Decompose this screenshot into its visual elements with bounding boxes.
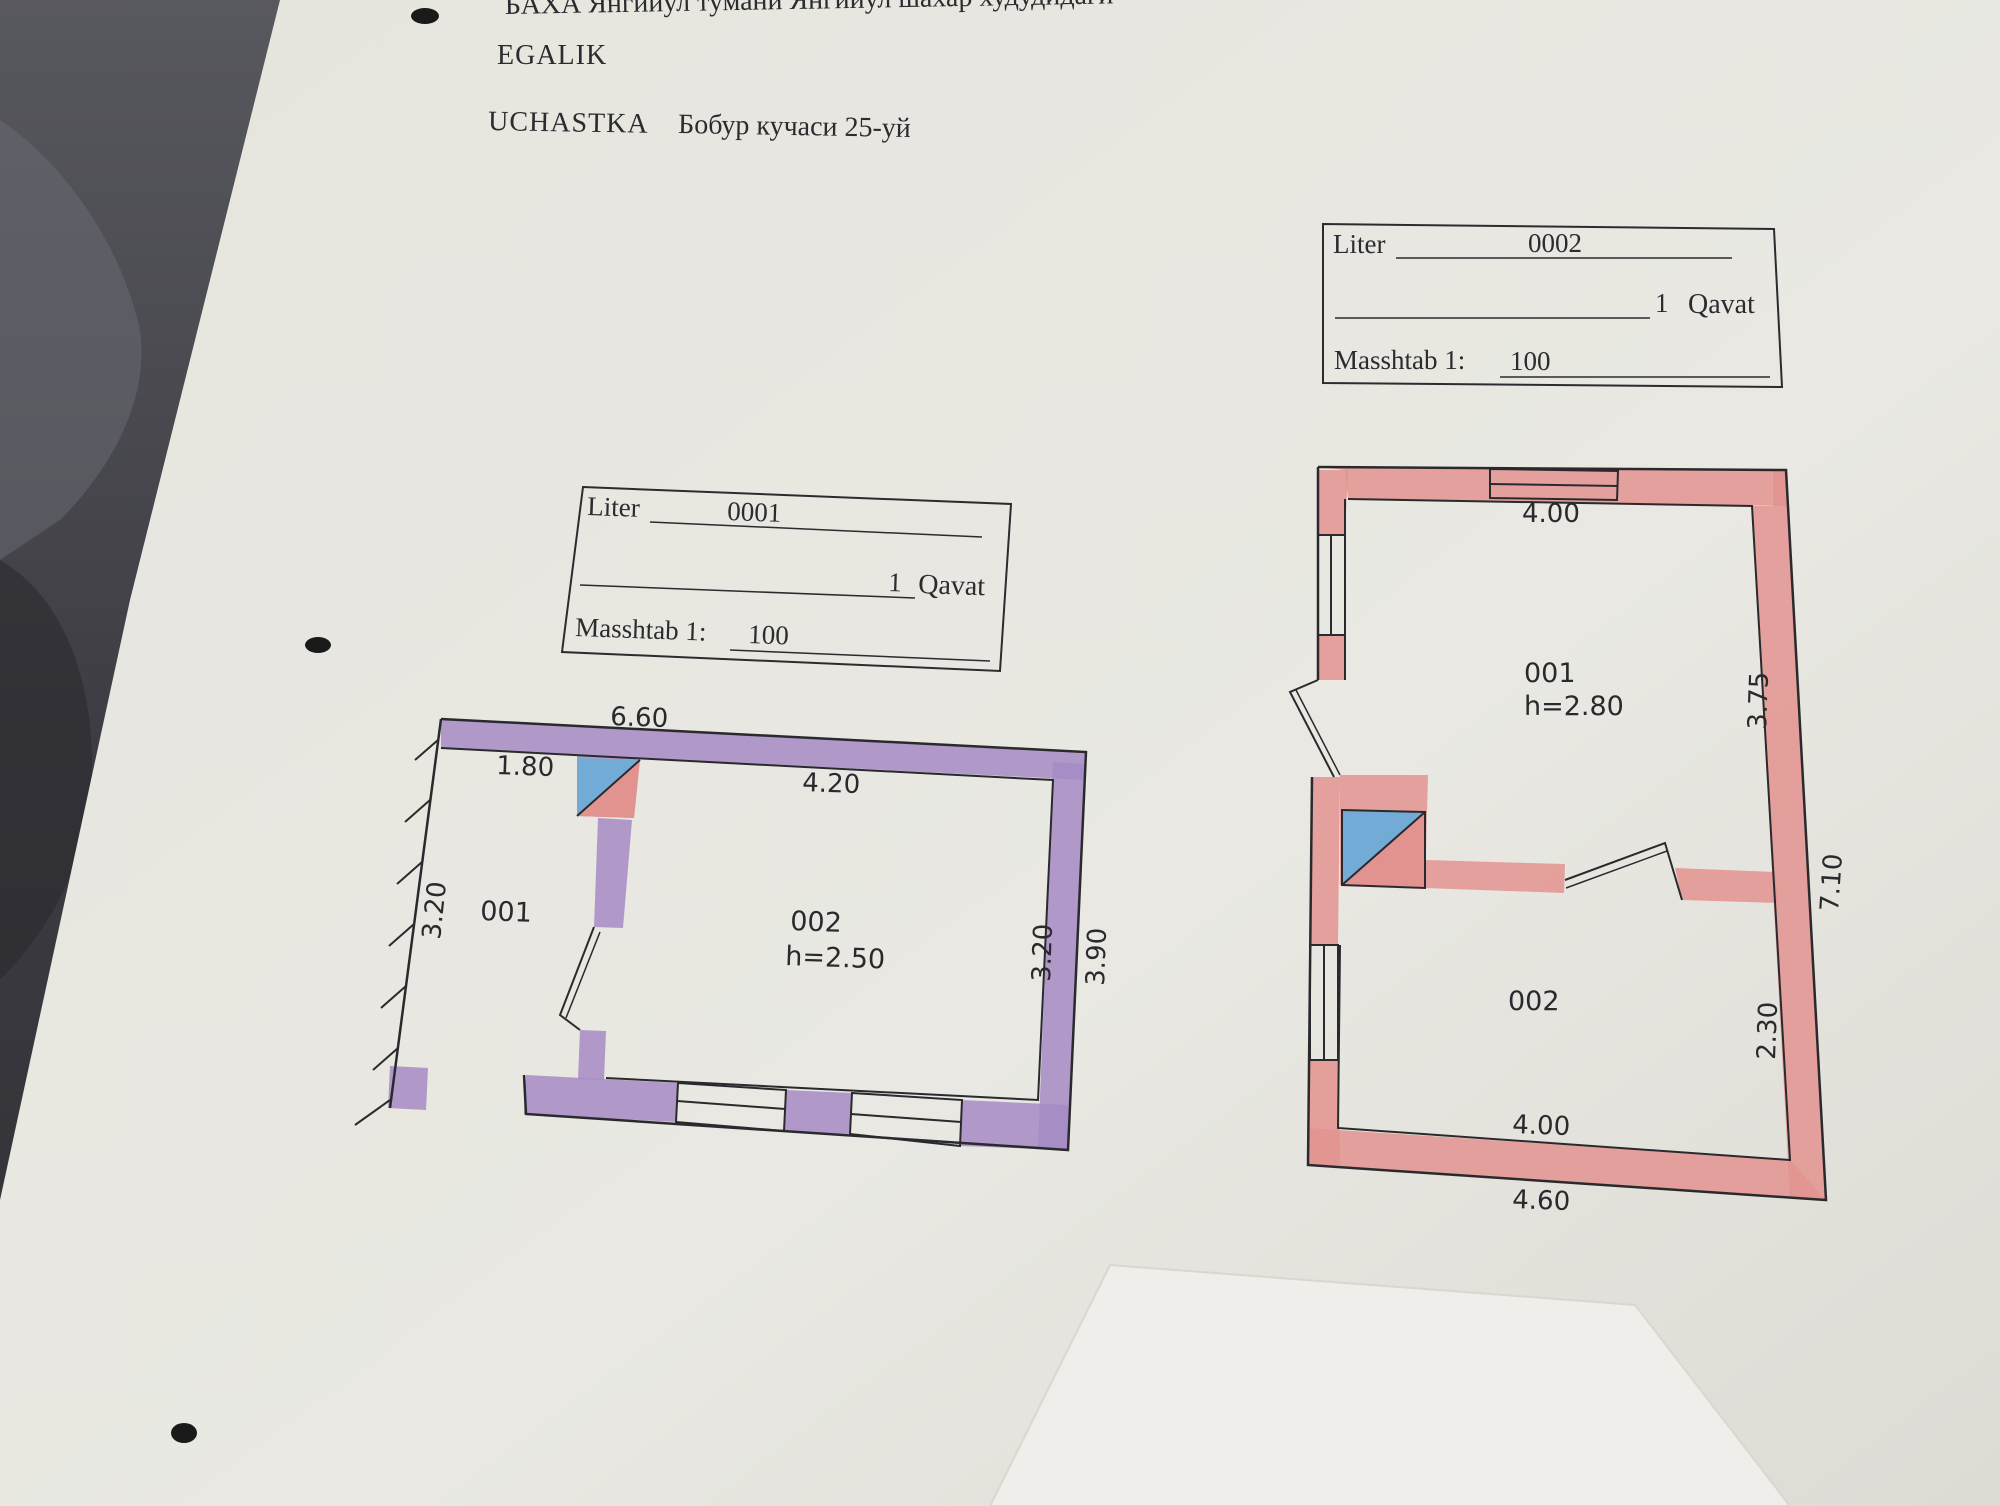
punch-mark: [411, 8, 439, 24]
wall-segment: [1318, 635, 1345, 680]
dim-top-total: 6.60: [610, 702, 669, 734]
dim-bottom-outer: 4.60: [1512, 1185, 1571, 1217]
dim-outer-right: 3.90: [1081, 927, 1113, 986]
wall-segment: [1308, 1128, 1826, 1200]
dim-top-left: 1.80: [496, 751, 555, 783]
wall-segment: [1318, 467, 1786, 506]
room-label-001: 001: [480, 896, 533, 929]
dim-top-right: 4.20: [802, 768, 861, 800]
punch-mark: [171, 1423, 197, 1443]
wall-segment: [1310, 777, 1340, 945]
room-label-001: 001: [1524, 658, 1576, 689]
egalik-label: EGALIK: [497, 40, 607, 71]
dim-room2-side: 2.30: [1752, 1001, 1784, 1060]
liter-value: 0001: [727, 496, 782, 528]
wall-segment: [441, 719, 1086, 780]
dim-bottom-inner: 4.00: [1512, 1110, 1571, 1142]
dim-top: 4.00: [1522, 499, 1580, 529]
uchastka-label: UCHASTKA: [488, 106, 649, 140]
uchastka-address: Бобур кучаси 25-уй: [678, 109, 911, 144]
floor-plan-left: 6.60 1.80 4.20 3.20 3.20 3.90 001 002 h=…: [354, 702, 1113, 1152]
floor-plan-right: 4.00 001 h=2.80 3.75 7.10 002 2.30 4.00 …: [1288, 465, 1849, 1217]
punch-mark: [305, 637, 331, 653]
liter-value: 0002: [1528, 228, 1582, 258]
under-paper-sheet: [988, 1263, 1792, 1506]
wall-segment: [960, 1100, 1068, 1150]
wall-segment: [594, 818, 632, 928]
wall-segment: [1675, 868, 1778, 903]
wall-segment: [1425, 860, 1565, 893]
scale-value: 100: [1510, 346, 1551, 376]
wall-segment: [524, 1075, 678, 1122]
room-label-002: 002: [790, 906, 843, 939]
wall-segment: [1752, 470, 1826, 1200]
liter-label: Liter: [587, 491, 640, 523]
wall-segment: [578, 1030, 606, 1080]
floor-number: 1: [1655, 288, 1669, 318]
fabric-fold: [0, 120, 142, 560]
title-block-left: Liter 0001 1 Qavat Masshtab 1: 100: [560, 485, 1013, 673]
liter-label: Liter: [1333, 229, 1385, 259]
fabric-shadow: [0, 560, 92, 980]
dim-left-height: 3.20: [417, 880, 453, 941]
floor-label: Qavat: [918, 569, 986, 602]
scale-label: Masshtab 1:: [1334, 345, 1465, 375]
wall-segment: [1318, 470, 1348, 535]
wall-segment: [784, 1090, 852, 1134]
pillar: [388, 1066, 428, 1110]
room-height-002: h=2.50: [785, 941, 886, 975]
wall-segment: [1308, 1060, 1340, 1165]
scale-label: Masshtab 1:: [575, 612, 707, 647]
dim-total-side: 7.10: [1815, 853, 1849, 913]
room-label-002: 002: [1508, 986, 1560, 1017]
title-block-right: Liter 0002 1 Qavat Masshtab 1: 100: [1322, 222, 1784, 389]
floor-label: Qavat: [1688, 289, 1755, 320]
dim-room1-side: 3.75: [1743, 671, 1775, 730]
dim-inner-right: 3.20: [1027, 923, 1059, 982]
floor-number: 1: [888, 567, 903, 597]
scale-value: 100: [748, 619, 790, 650]
room-height-001: h=2.80: [1524, 691, 1624, 722]
